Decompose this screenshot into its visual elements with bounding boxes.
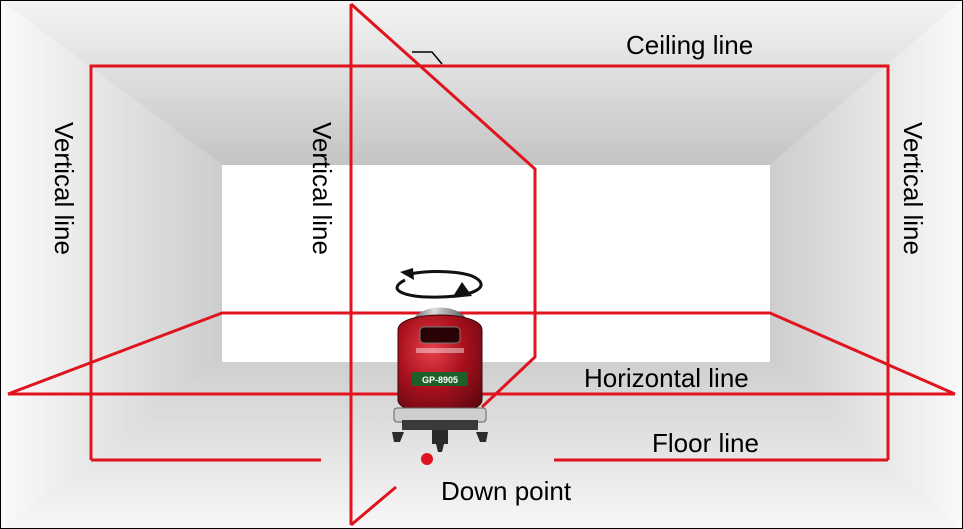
floor-surface — [0, 362, 963, 529]
ceiling-line-label: Ceiling line — [626, 30, 753, 60]
ceiling-laser-line — [89, 64, 890, 460]
device-window — [419, 326, 461, 344]
laser-level-device: GP-8905 — [392, 268, 488, 452]
vertical-laser-line-floor — [350, 485, 397, 527]
device-badge: GP-8905 — [412, 372, 468, 386]
back-wall-surface — [222, 165, 770, 362]
horizontal-laser-line — [7, 311, 956, 396]
left-wall-surface — [0, 0, 222, 529]
device-base — [393, 407, 487, 423]
device-base-plate — [402, 420, 478, 430]
floor-line-label: Floor line — [652, 428, 759, 458]
ceiling-pointer-mark — [412, 51, 443, 65]
down-point-dot — [421, 453, 433, 465]
rotate-arrow-icon — [395, 268, 483, 299]
ceiling-surface — [0, 0, 963, 165]
right-wall-surface — [770, 0, 963, 529]
vertical-laser-line-diagonal — [349, 2, 537, 409]
horizontal-line-label: Horizontal line — [584, 363, 749, 393]
vertical-line-label-left: Vertical line — [49, 122, 79, 255]
device-highlight — [416, 348, 464, 353]
vertical-line-label-right: Vertical line — [898, 122, 928, 255]
device-feet — [392, 430, 488, 452]
device-badge-text: GP-8905 — [422, 375, 458, 385]
vertical-line-label-center: Vertical line — [307, 122, 337, 255]
down-point-label: Down point — [441, 476, 572, 506]
